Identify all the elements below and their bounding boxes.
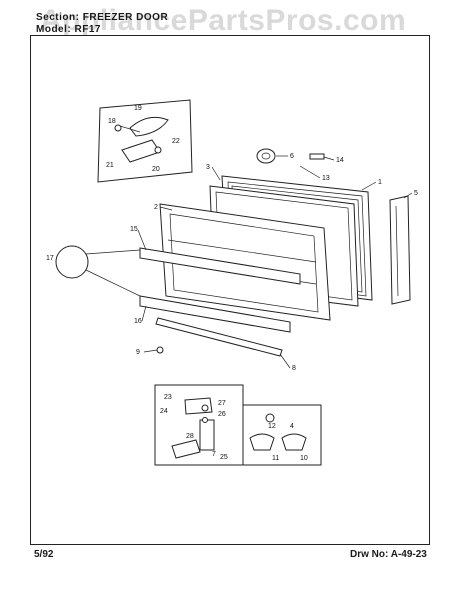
callout-22: 22 xyxy=(172,138,180,145)
callout-13: 13 xyxy=(322,175,330,182)
callout-1: 1 xyxy=(378,179,382,186)
callout-12: 12 xyxy=(268,423,276,430)
callout-23: 23 xyxy=(164,394,172,401)
callout-19: 19 xyxy=(134,105,142,112)
handle-5 xyxy=(389,195,411,305)
callout-6: 6 xyxy=(290,153,294,160)
callout-20: 20 xyxy=(152,166,160,173)
callout-5: 5 xyxy=(414,190,418,197)
inset-top-left xyxy=(97,99,193,183)
section-label: Section: xyxy=(36,12,80,23)
section-value: FREEZER DOOR xyxy=(82,12,169,23)
door-shelf-15 xyxy=(139,247,301,285)
callout-28: 28 xyxy=(186,433,194,440)
model-label: Model: xyxy=(36,24,72,35)
model-value: RF17 xyxy=(74,24,101,35)
callout-10: 10 xyxy=(300,455,308,462)
callout-labels: 1 2 3 4 5 6 7 8 9 10 11 12 13 14 15 16 1… xyxy=(46,105,418,462)
watermark: AppliancePartsPros.com xyxy=(40,4,407,37)
callout-17: 17 xyxy=(46,255,54,262)
door-shelf-16 xyxy=(139,295,291,333)
callout-18: 18 xyxy=(108,118,116,125)
footer-drawing-number: Drw No: A-49-23 xyxy=(350,549,427,560)
callout-2: 2 xyxy=(154,204,158,211)
pin-14 xyxy=(309,153,325,160)
callout-27: 27 xyxy=(218,400,226,407)
screw-9 xyxy=(156,346,164,354)
model-header: Model: RF17 xyxy=(36,24,101,35)
callout-8: 8 xyxy=(292,365,296,372)
hinge-cap-6 xyxy=(256,148,276,164)
section-header: Section: FREEZER DOOR xyxy=(36,12,168,23)
callout-25: 25 xyxy=(220,454,228,461)
callout-14: 14 xyxy=(336,157,344,164)
callout-15: 15 xyxy=(130,226,138,233)
callout-3: 3 xyxy=(206,164,210,171)
callout-7: 7 xyxy=(212,451,216,458)
door-liner xyxy=(159,203,331,321)
bottom-trim-8 xyxy=(155,317,283,357)
callout-24: 24 xyxy=(160,408,168,415)
diagram-frame xyxy=(30,35,430,545)
leader-lines xyxy=(137,155,413,369)
detail-circle-17 xyxy=(55,245,141,297)
callout-26: 26 xyxy=(218,411,226,418)
callout-4: 4 xyxy=(290,423,294,430)
callout-21: 21 xyxy=(106,162,114,169)
callout-11: 11 xyxy=(272,455,279,462)
callout-16: 16 xyxy=(134,318,142,325)
callout-9: 9 xyxy=(136,349,140,356)
inset-bottom-right xyxy=(242,404,322,466)
footer-date: 5/92 xyxy=(34,549,54,560)
